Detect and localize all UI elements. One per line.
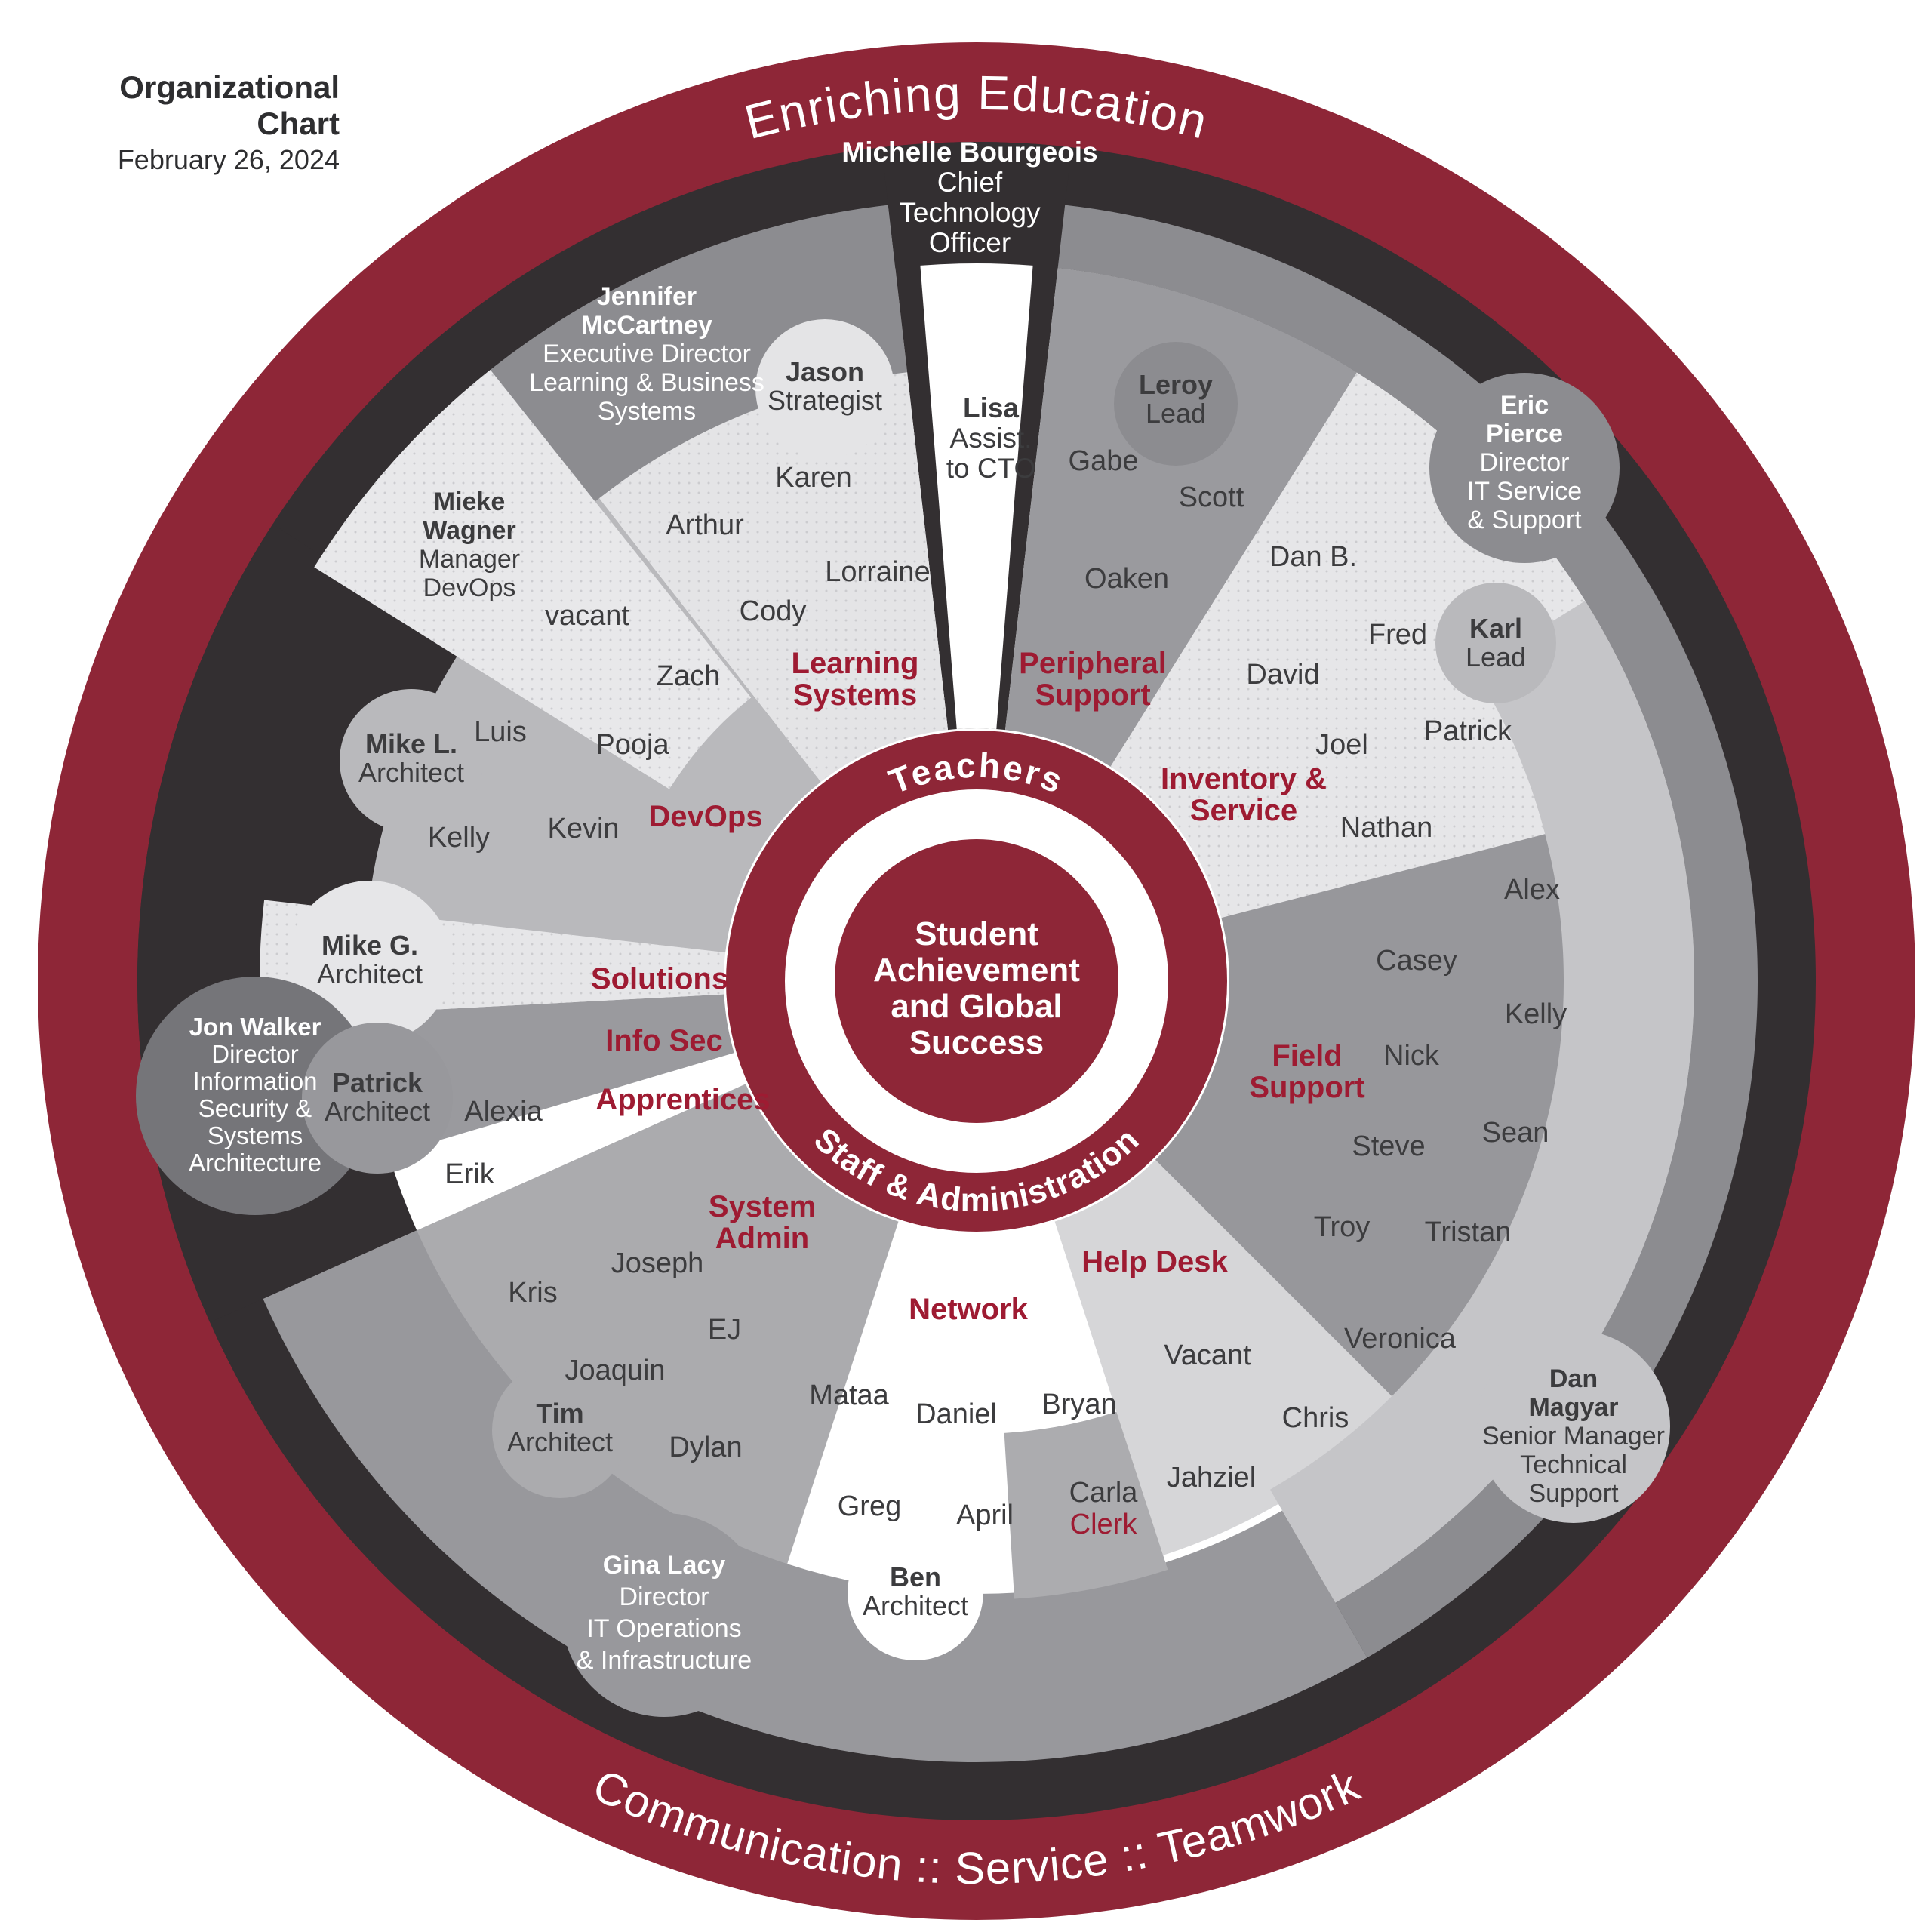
bubble-mike-l xyxy=(340,689,483,832)
member-david: David xyxy=(1246,659,1319,691)
wedge-system-admin xyxy=(417,1084,899,1564)
member-lorraine: Lorraine xyxy=(825,556,930,588)
wedge-help-desk xyxy=(1054,1159,1404,1555)
bubble-leroy xyxy=(1114,342,1238,466)
member-scott: Scott xyxy=(1179,481,1244,513)
member-troy: Troy xyxy=(1314,1211,1371,1243)
team-label-infosec: Info Sec xyxy=(605,1024,723,1057)
team-label-inventory: Inventory &Service xyxy=(1161,762,1327,827)
page-date: February 26, 2024 xyxy=(117,143,340,175)
member-tristan: Tristan xyxy=(1425,1217,1512,1248)
member-gabe: Gabe xyxy=(1069,445,1139,477)
team-label-devops: DevOps xyxy=(648,800,762,833)
member-kevin: Kevin xyxy=(547,813,619,844)
member-dan-b: Dan B. xyxy=(1269,541,1357,573)
bubble-gina-lacy xyxy=(562,1513,766,1717)
page-title: Organizational Chart xyxy=(119,69,340,142)
member-chris: Chris xyxy=(1282,1402,1349,1434)
section-gina xyxy=(263,1229,1367,1762)
member-joel: Joel xyxy=(1315,729,1368,761)
wedge-learning-systems-texture xyxy=(599,372,949,783)
wedge-lisa xyxy=(920,263,1033,730)
member-karen: Karen xyxy=(775,462,851,494)
member-patrick-inventory: Patrick xyxy=(1424,715,1512,747)
member-kris: Kris xyxy=(508,1277,557,1309)
member-erik: Erik xyxy=(445,1158,494,1190)
team-label-network: Network xyxy=(909,1293,1029,1326)
bubble-karl xyxy=(1435,583,1556,703)
chart-title-block: Organizational Chart February 26, 2024 xyxy=(106,69,340,177)
member-dylan: Dylan xyxy=(669,1432,742,1463)
member-jahziel: Jahziel xyxy=(1167,1462,1256,1494)
member-april: April xyxy=(956,1500,1014,1531)
member-pooja: Pooja xyxy=(595,729,669,761)
member-kelly-field: Kelly xyxy=(1505,998,1567,1030)
bubble-eric-pierce xyxy=(1429,373,1620,563)
bubble-ben xyxy=(848,1524,983,1660)
member-casey: Casey xyxy=(1376,945,1457,977)
wedge-mieke-texture xyxy=(314,370,752,789)
bubble-tim xyxy=(492,1362,628,1498)
band-eric xyxy=(1057,205,1758,1658)
member-bryan: Bryan xyxy=(1041,1389,1116,1420)
bubble-dan-magyar xyxy=(1477,1330,1670,1523)
member-veronica: Veronica xyxy=(1344,1323,1457,1355)
member-sean: Sean xyxy=(1482,1117,1549,1149)
mission-core xyxy=(835,839,1118,1123)
member-mataa: Mataa xyxy=(809,1380,889,1411)
team-label-solutions: Solutions xyxy=(591,962,728,995)
member-cody: Cody xyxy=(740,595,807,627)
member-vacant-helpdesk: Vacant xyxy=(1164,1340,1251,1371)
member-joaquin: Joaquin xyxy=(565,1355,665,1386)
team-label-apprentices: Apprentices xyxy=(595,1083,770,1116)
member-luis: Luis xyxy=(474,716,527,748)
team-label-helpdesk: Help Desk xyxy=(1081,1245,1228,1278)
mike-g-label: Mike G.Architect xyxy=(317,930,423,989)
member-daniel: Daniel xyxy=(915,1398,997,1430)
wedge-peripheral-support xyxy=(1004,268,1357,767)
member-vacant-devops: vacant xyxy=(545,600,629,632)
wedge-info-sec xyxy=(365,994,734,1155)
member-fred: Fred xyxy=(1368,619,1427,651)
member-zach: Zach xyxy=(657,660,720,692)
box-carla-clerk xyxy=(1004,1411,1168,1599)
bubble-jon-walker xyxy=(136,977,374,1215)
member-alexia: Alexia xyxy=(464,1096,543,1128)
mike-l-label: Mike L.Architect xyxy=(358,728,464,788)
wedge-apprentices xyxy=(389,1053,746,1231)
member-arthur: Arthur xyxy=(666,509,744,541)
member-oaken: Oaken xyxy=(1084,563,1169,595)
member-kelly-devops: Kelly xyxy=(428,822,490,854)
member-ej: EJ xyxy=(708,1314,741,1346)
member-alex: Alex xyxy=(1504,874,1560,906)
bubble-jason xyxy=(755,319,894,458)
member-nathan: Nathan xyxy=(1340,812,1433,844)
member-nick: Nick xyxy=(1383,1040,1440,1072)
member-greg: Greg xyxy=(838,1491,901,1522)
bubble-patrick-architect xyxy=(302,1023,453,1174)
member-steve: Steve xyxy=(1352,1131,1425,1162)
member-joseph: Joseph xyxy=(611,1247,704,1279)
